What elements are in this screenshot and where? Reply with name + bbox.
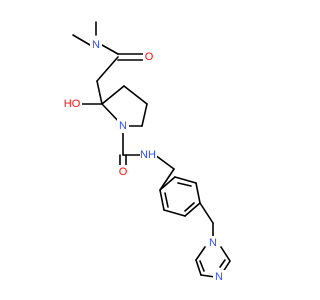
bond xyxy=(199,260,205,272)
atom-n-dimethylamide: N xyxy=(90,38,102,52)
bond xyxy=(101,44,119,55)
atom-label: N xyxy=(92,39,100,51)
atom-ho-hydroxyl: HO xyxy=(63,97,82,111)
atom-n-imidazole-3: N xyxy=(213,270,225,284)
atom-label: N xyxy=(215,271,223,283)
atom-label: N xyxy=(119,120,127,132)
atom-label: HO xyxy=(64,98,81,110)
atom-o-amide-carbonyl: O xyxy=(143,50,155,64)
bond xyxy=(195,246,206,261)
bond xyxy=(177,182,192,187)
bond xyxy=(96,80,103,105)
bond xyxy=(163,209,186,217)
bond xyxy=(164,192,169,208)
bond xyxy=(159,176,176,191)
bond xyxy=(72,34,91,46)
bond xyxy=(184,202,195,212)
bond xyxy=(184,202,201,217)
bond xyxy=(220,246,231,262)
molecule-structure: N O HO N O NH N N xyxy=(63,21,231,284)
atom-n-imidazole-1: N xyxy=(207,236,219,250)
atom-labels: N O HO N O NH N N xyxy=(63,38,225,284)
bond xyxy=(101,85,125,105)
atom-n-piperidine: N xyxy=(117,119,129,133)
bonds xyxy=(72,21,231,278)
atom-nh-urea: NH xyxy=(140,148,157,162)
bond xyxy=(96,56,119,82)
bond xyxy=(154,154,175,170)
bond xyxy=(141,103,148,127)
bond xyxy=(195,259,202,276)
bond xyxy=(219,259,226,268)
atom-o-urea-carbonyl: O xyxy=(117,165,129,179)
bond xyxy=(174,176,197,184)
atom-label: NH xyxy=(140,149,156,161)
atom-label: N xyxy=(209,237,217,249)
bond xyxy=(200,274,216,278)
atom-label: O xyxy=(145,51,154,63)
bond xyxy=(195,182,201,204)
bond xyxy=(199,202,214,224)
bond xyxy=(123,85,148,105)
atom-label: O xyxy=(119,166,128,178)
bond xyxy=(159,168,175,191)
bond xyxy=(159,189,165,211)
